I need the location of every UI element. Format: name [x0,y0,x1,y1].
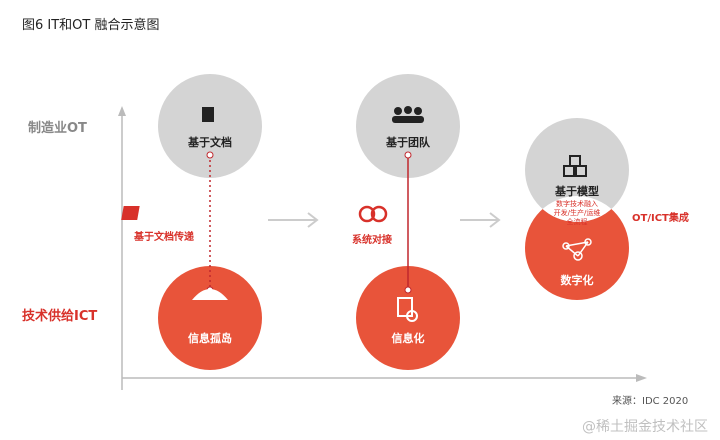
island-icon [192,289,228,300]
label-document-transfer: 基于文档传递 [134,232,194,243]
progress-arrow-2 [460,212,501,228]
cubes-icon [563,155,587,177]
label-document-based: 基于文档 [188,136,232,149]
progress-arrow-1 [268,212,319,228]
x-axis-arrow [636,374,647,382]
overlap-line: 数字技术融入 [556,200,598,208]
y-axis-arrow [118,106,126,116]
y-label-ict: 技术供给ICT [22,309,98,324]
label-informatization: 信息化 [391,332,425,345]
link-rings-icon [358,205,388,223]
overlap-line: 开发/生产/运维 [553,209,601,217]
label-digitalization: 数字化 [560,274,594,287]
figure-title: 图6 IT和OT 融合示意图 [22,18,160,33]
watermark: @稀土掘金技术社区 [582,419,708,435]
overlap-text: 数字技术融入 开发/生产/运维 全流程 [537,200,617,227]
label-model-based: 基于模型 [555,185,599,198]
network-icon [562,238,592,261]
circle-info-island [158,266,262,370]
label-ot-ict-integration: OT/ICT集成 [632,213,689,224]
y-label-ot: 制造业OT [28,121,87,136]
label-team-based: 基于团队 [386,136,430,149]
label-system-integration: 系统对接 [352,235,392,246]
document-icon [202,107,214,122]
team-icon [392,106,424,123]
label-info-island: 信息孤岛 [188,332,232,345]
document-transfer-icon [121,206,140,220]
source-note: 来源：IDC 2020 [612,396,689,407]
overlap-line: 全流程 [566,218,588,226]
info-search-icon [397,297,418,322]
